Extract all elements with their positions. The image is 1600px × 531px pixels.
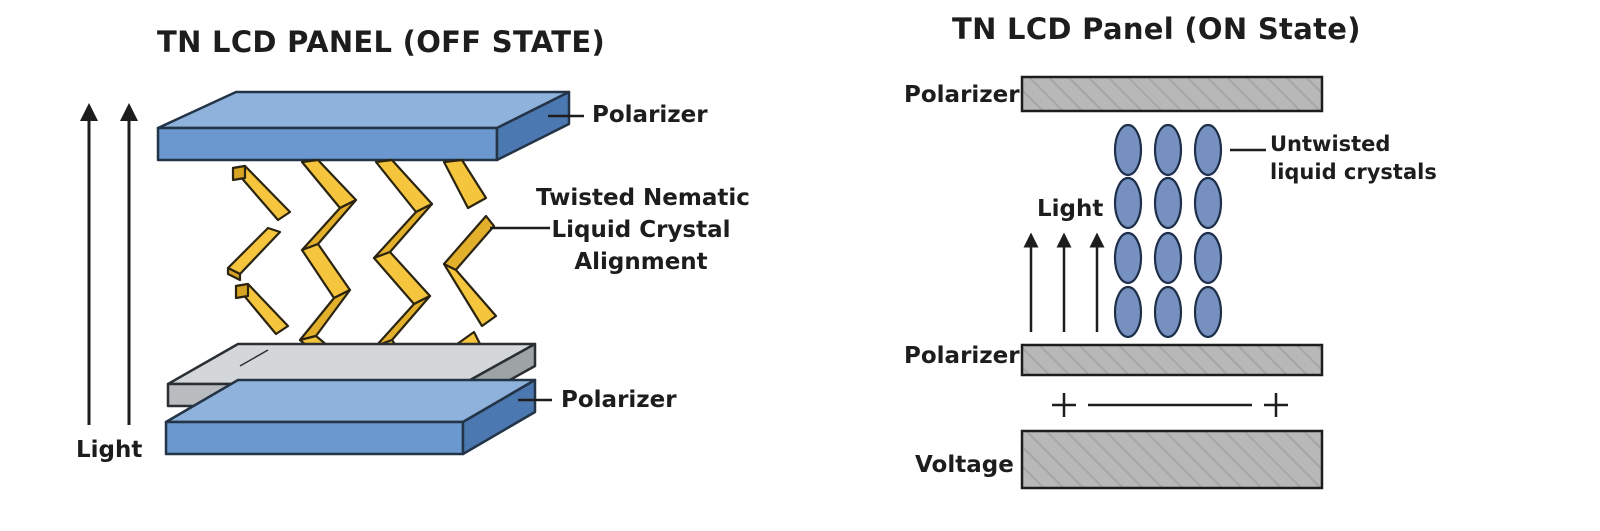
- right-crystals-label: Untwisted liquid crystals: [1270, 130, 1437, 186]
- left-top-polarizer-label: Polarizer: [592, 102, 708, 128]
- right-top-polarizer-label: Polarizer: [904, 82, 1020, 108]
- bottom-polarizer-plate-right: [1020, 343, 1324, 377]
- left-crystal-label-line2: Liquid Crystal: [551, 217, 731, 243]
- right-crystals-label-line1: Untwisted: [1270, 132, 1391, 156]
- light-arrows-right: [1023, 232, 1105, 332]
- right-crystals-label-line2: liquid crystals: [1270, 160, 1437, 184]
- left-crystal-label: Twisted Nematic Liquid Crystal Alignment: [536, 182, 750, 278]
- right-voltage-label: Voltage: [915, 452, 1014, 478]
- right-panel-title: TN LCD Panel (ON State): [952, 12, 1361, 46]
- left-light-label: Light: [76, 437, 143, 463]
- left-crystal-label-line1: Twisted Nematic: [536, 185, 750, 211]
- untwisted-crystals-right: [1113, 123, 1223, 339]
- right-bottom-polarizer-label: Polarizer: [904, 343, 1020, 369]
- left-panel-title: TN LCD PANEL (OFF STATE): [157, 25, 606, 59]
- voltage-plate-right: [1020, 429, 1324, 490]
- top-polarizer-left: [156, 90, 571, 162]
- left-crystal-label-line3: Alignment: [574, 249, 708, 275]
- liquid-crystals-left: [226, 158, 498, 378]
- bottom-polarizer-left: [164, 378, 537, 456]
- right-light-label: Light: [1037, 196, 1104, 222]
- light-arrows-left: [80, 103, 138, 425]
- top-polarizer-plate-right: [1020, 75, 1324, 113]
- left-bottom-polarizer-label: Polarizer: [561, 387, 677, 413]
- voltage-symbol: [1052, 393, 1288, 417]
